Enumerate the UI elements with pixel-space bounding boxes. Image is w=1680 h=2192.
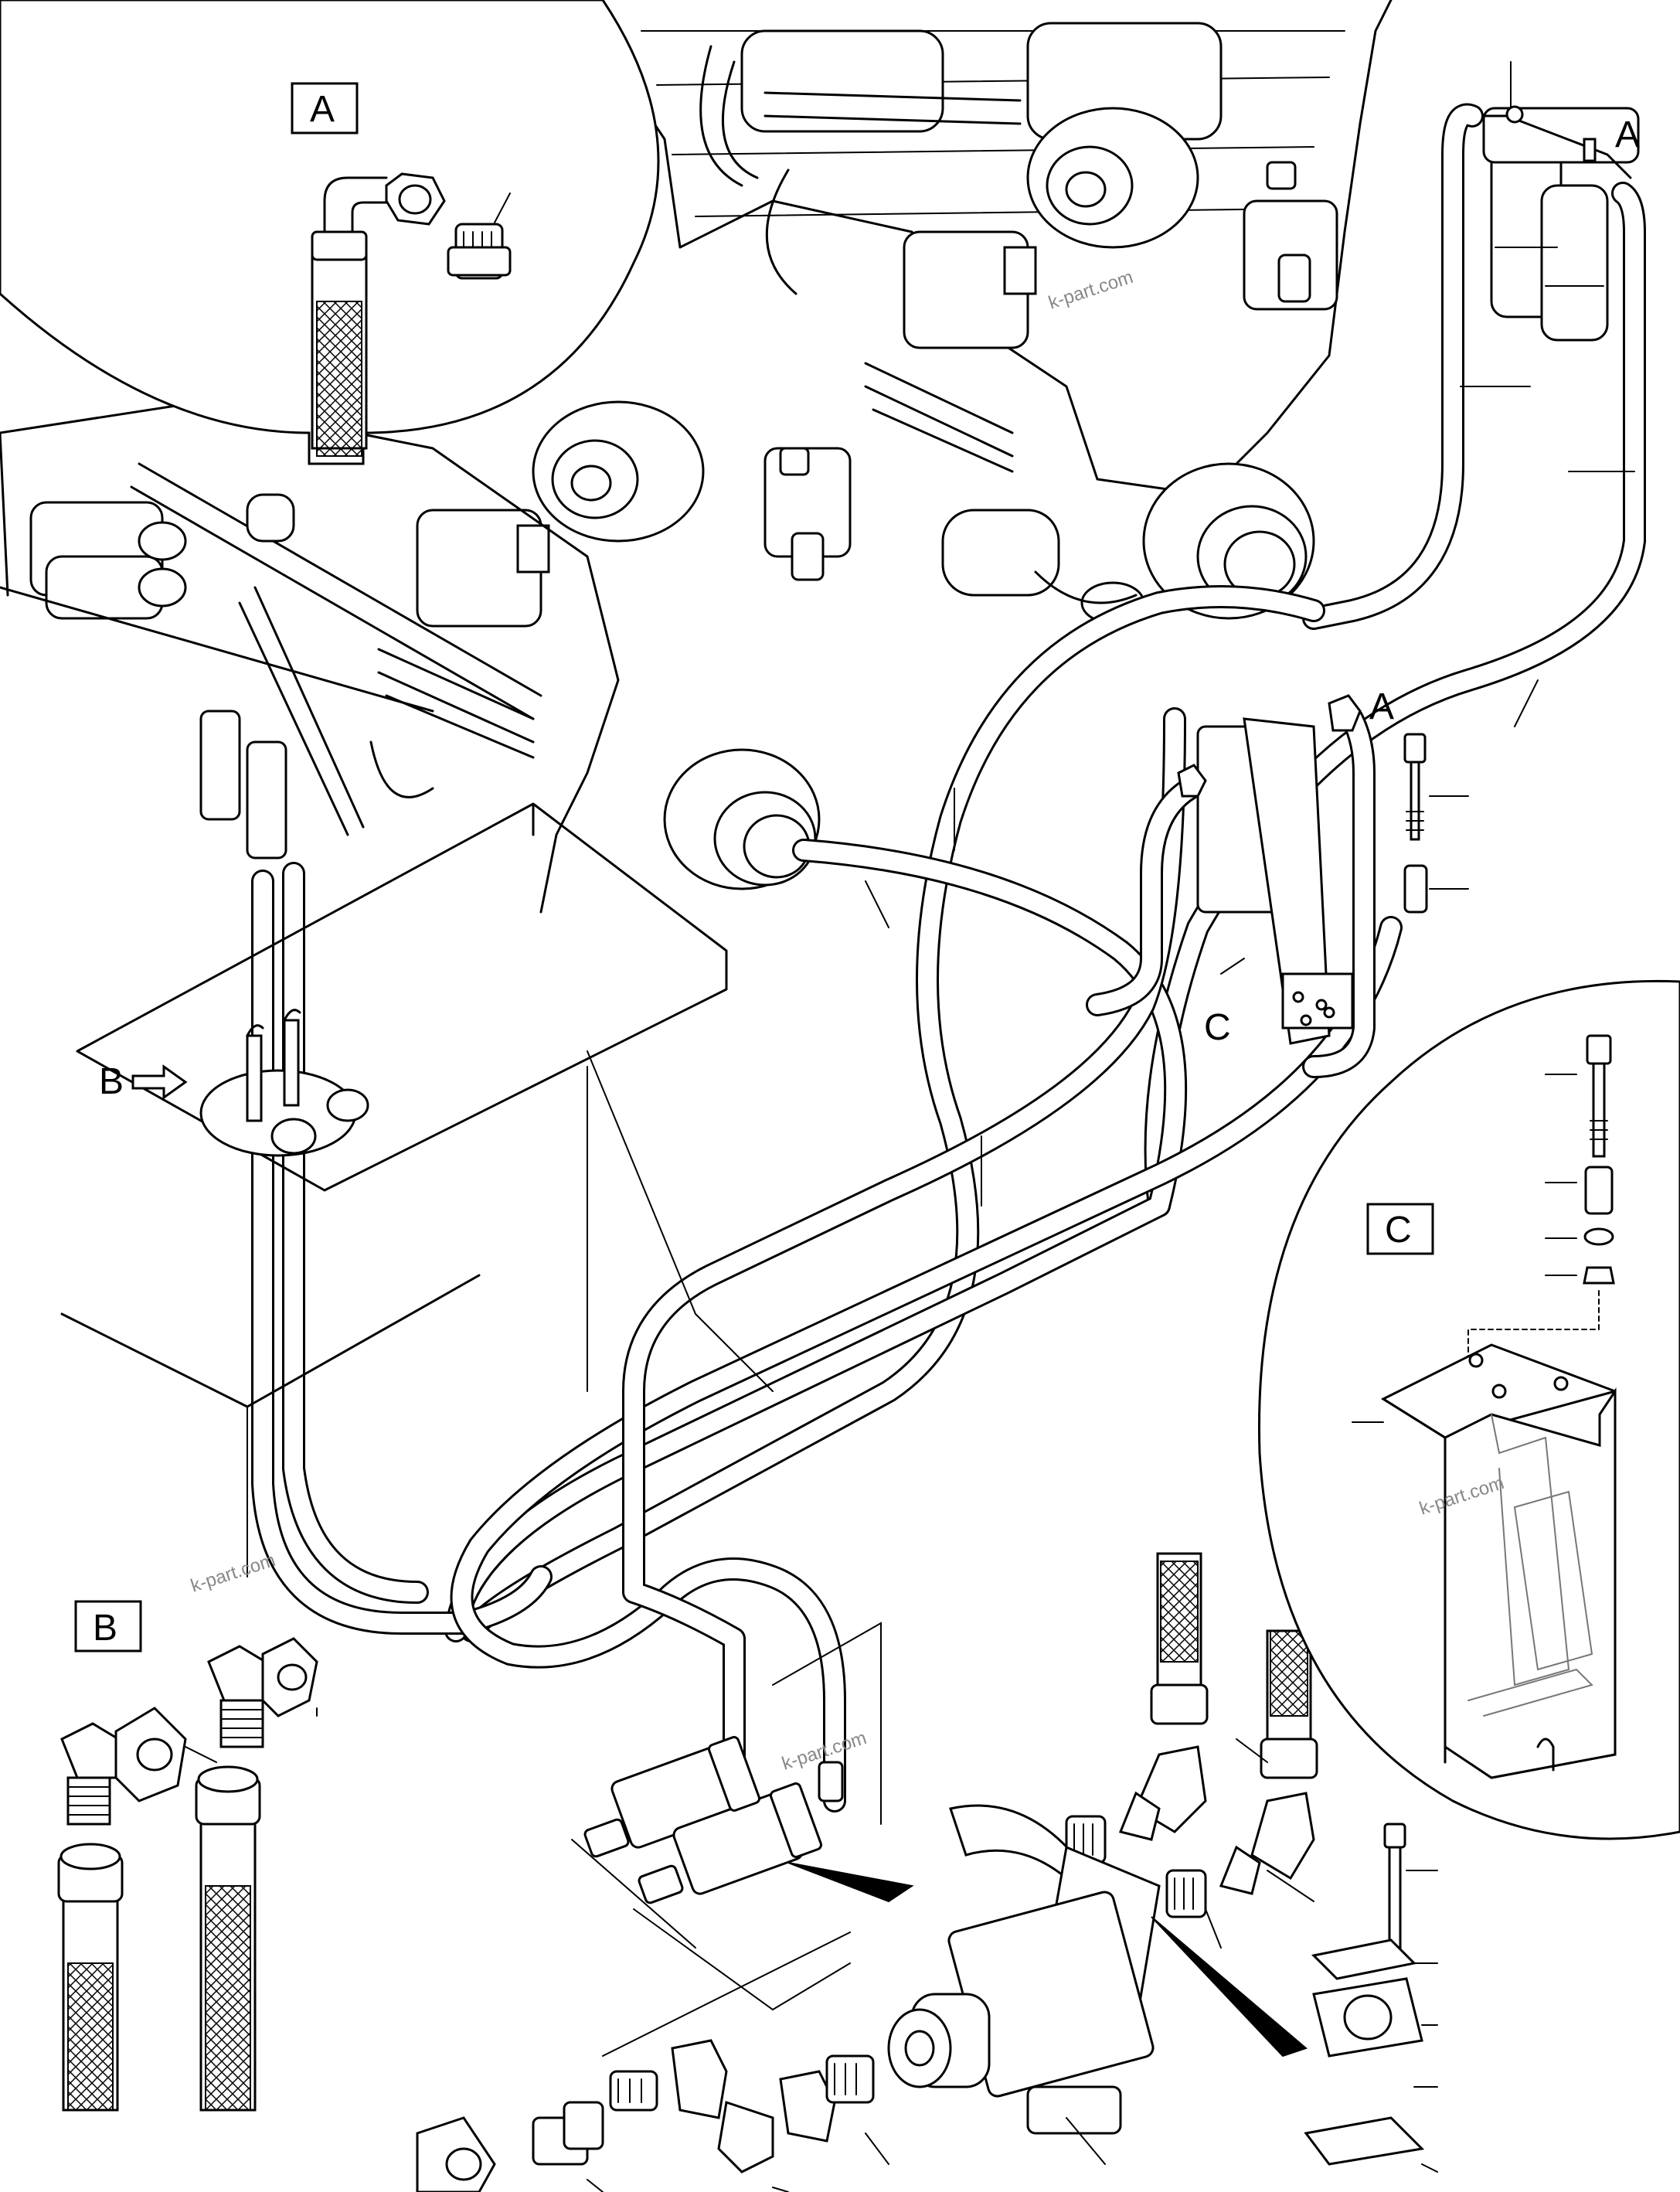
detail-b-label: B	[93, 1608, 117, 1649]
detail-c-box	[1366, 1203, 1434, 1255]
valve-bracket-assembly: A C	[1086, 686, 1469, 1078]
engine-assembly	[0, 0, 1393, 914]
watermark: k-part.com	[189, 1550, 278, 1597]
detail-c-label: C	[1385, 1210, 1412, 1251]
detail-b-box	[74, 1600, 142, 1653]
hollow-arrow-right-icon	[131, 1064, 188, 1100]
detail-b-inset: B k-part.com	[57, 1550, 318, 2112]
filter-a-label: A	[1615, 114, 1640, 155]
valve-a-label: A	[1369, 686, 1394, 727]
detail-a-box	[291, 82, 359, 134]
solenoid-valve-pair	[571, 1736, 914, 2011]
watermark: k-part.com	[1046, 267, 1136, 314]
detail-a-label: A	[310, 89, 335, 130]
filter-head-fittings: k-part.com	[416, 1552, 1438, 2192]
view-b-label: B	[99, 1061, 124, 1102]
detail-a-inset: A	[0, 0, 660, 465]
fuel-hose-bundle	[251, 585, 1539, 1825]
fuel-tank: B	[60, 802, 774, 1578]
bracket-c-label: C	[1204, 1007, 1231, 1048]
detail-c-inset: C k-part.com	[1257, 979, 1680, 1840]
solid-pointer-arrow-icon	[787, 1862, 914, 1903]
